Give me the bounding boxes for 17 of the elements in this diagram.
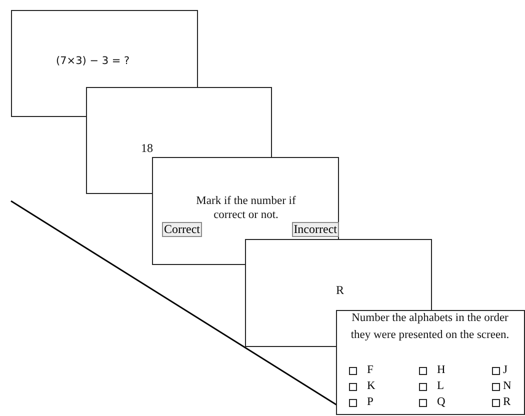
letter-option: H	[437, 363, 446, 378]
letter-option: P	[367, 395, 374, 410]
screen-dialog	[336, 310, 525, 415]
letter-option: L	[437, 379, 444, 394]
letter-option: F	[367, 363, 374, 378]
screen-text: R	[336, 283, 344, 298]
instruction-text: Number the alphabets in the order they were presented on the screen.	[350, 311, 510, 343]
instruction-text: Mark if the number if correct or not.	[195, 194, 297, 222]
answer-option: Correct	[162, 222, 202, 237]
screen-text: 18	[141, 141, 153, 156]
letter-option: Q	[437, 395, 446, 410]
letter-option: R	[503, 395, 511, 410]
letter-option: K	[367, 379, 376, 394]
letter-option: N	[503, 379, 512, 394]
letter-option: J	[503, 363, 508, 378]
screen-text: (7×3) − 3 = ?	[56, 55, 130, 67]
answer-option: Incorrect	[292, 222, 339, 237]
